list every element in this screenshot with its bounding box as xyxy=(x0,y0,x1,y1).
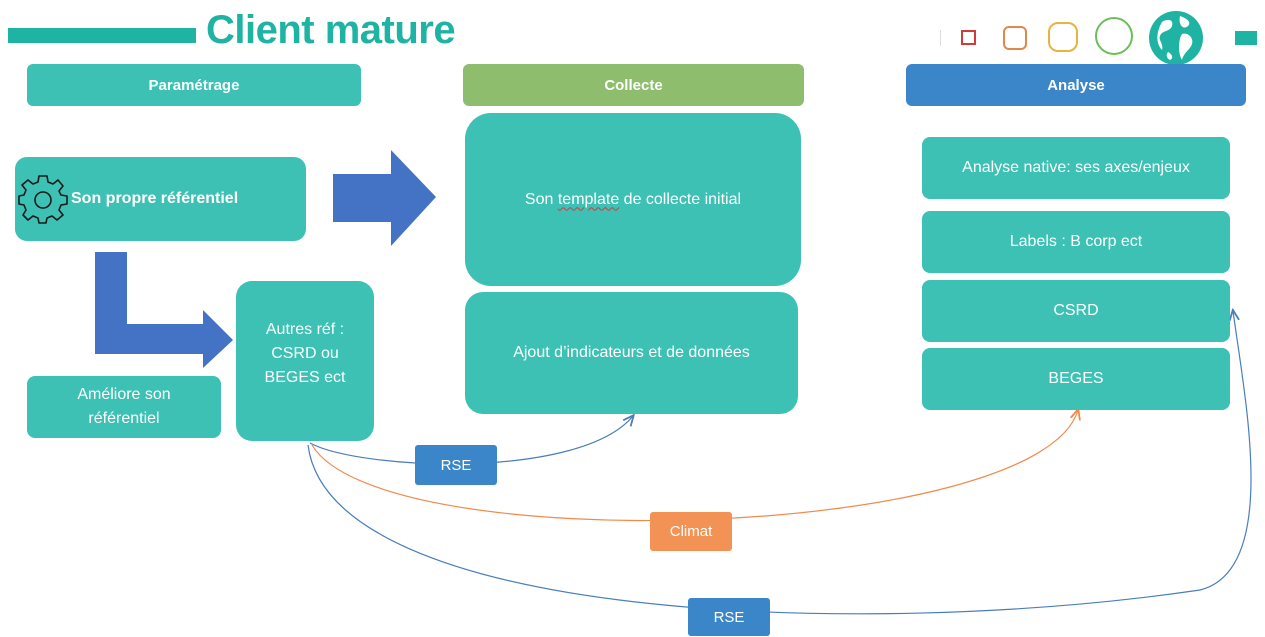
climat-tag: Climat xyxy=(650,512,732,551)
own-referential-box: Son propre référentiel xyxy=(15,157,306,241)
edge-tab xyxy=(1235,31,1257,45)
analyse-native-box: Analyse native: ses axes/enjeux xyxy=(922,137,1230,199)
other-ref-line3: BEGES ect xyxy=(264,369,346,386)
header-collecte: Collecte xyxy=(463,64,804,106)
other-ref-line2: CSRD ou xyxy=(271,345,339,362)
l-arrow-icon xyxy=(95,252,233,368)
add-indicators-box: Ajout d’indicateurs et de données xyxy=(465,292,798,414)
other-ref-line1: Autres réf : xyxy=(265,321,345,338)
add-indicators-label: Ajout d’indicateurs et de données xyxy=(513,344,750,361)
divider-line xyxy=(940,30,941,46)
page-title: Client mature xyxy=(206,8,456,52)
improve-line1: Améliore son xyxy=(77,386,171,403)
rse-tag-top: RSE xyxy=(415,445,497,485)
rounded-square-icon xyxy=(1048,22,1078,52)
rse-tag-bottom: RSE xyxy=(688,598,770,636)
template-text-post: de collecte initial xyxy=(619,190,742,208)
title-accent-bar xyxy=(8,28,196,43)
csrd-label: CSRD xyxy=(1053,302,1099,319)
rounded-square-icon xyxy=(1003,26,1027,50)
initial-template-box: Son template de collecte initial xyxy=(465,113,801,286)
globe-icon xyxy=(1149,11,1203,65)
analyse-native-label: Analyse native: ses axes/enjeux xyxy=(962,159,1190,176)
csrd-box: CSRD xyxy=(922,280,1230,342)
labels-box: Labels : B corp ect xyxy=(922,211,1230,273)
own-referential-label: Son propre référentiel xyxy=(71,190,239,207)
template-text-pre: Son xyxy=(524,190,558,208)
initial-template-label: Son template de collecte initial xyxy=(525,188,741,212)
improve-line2: référentiel xyxy=(88,410,160,427)
square-icon xyxy=(961,30,976,45)
arrow-right-icon xyxy=(333,150,436,246)
beges-label: BEGES xyxy=(1048,370,1104,387)
circle-icon xyxy=(1095,17,1133,55)
template-word: template xyxy=(557,190,620,208)
rse-connector-bottom xyxy=(307,311,1252,615)
header-analyse: Analyse xyxy=(906,64,1246,106)
other-referentials-box: Autres réf : CSRD ou BEGES ect xyxy=(236,281,374,441)
gear-icon xyxy=(18,175,68,224)
labels-label: Labels : B corp ect xyxy=(1009,233,1143,250)
header-parametrage: Paramétrage xyxy=(27,64,361,106)
beges-box: BEGES xyxy=(922,348,1230,410)
improve-referential-box: Améliore son référentiel xyxy=(27,376,221,438)
